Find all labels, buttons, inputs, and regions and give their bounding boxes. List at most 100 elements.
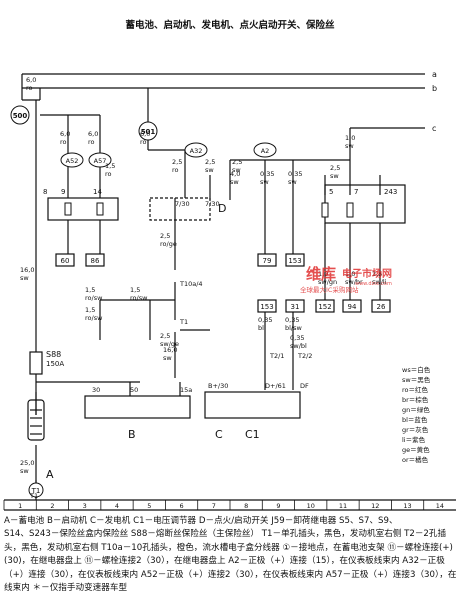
wire-label: bl/sw <box>285 324 303 332</box>
ruler-label: 1 <box>18 502 22 510</box>
wire-label: 0,35 <box>290 334 304 342</box>
ref-500: 500 <box>13 112 28 120</box>
connector-label: T1 <box>29 492 38 500</box>
wire-label: 2,5 <box>205 158 215 166</box>
diagram-title: 蓄电池、启动机、发电机、点火启动开关、保险丝 <box>125 19 335 31</box>
wire-label: sw <box>205 166 214 174</box>
description-line: 头，黑色，发动机室右侧 T10a－10孔插头，橙色，流水槽电子盒分线器 ①－接地… <box>4 542 453 553</box>
terminal-box <box>85 253 105 267</box>
wire-label: 2,5 <box>330 164 340 172</box>
wire-label: sw/bl <box>290 342 307 350</box>
alternator-label: C <box>215 428 223 441</box>
pin-label: D+/61 <box>265 382 286 390</box>
connector-label: T1 <box>179 318 188 326</box>
terminal-box-label: 60 <box>61 257 70 265</box>
fuse-element <box>376 202 384 218</box>
connector-bubble <box>60 152 84 168</box>
ref-500-bubble <box>10 105 30 125</box>
wire-label: sw <box>20 467 29 475</box>
wire-label: 0,35 <box>258 316 272 324</box>
terminal-box <box>285 253 305 267</box>
wire-label: ro/sw <box>85 314 103 322</box>
regulator-label: C1 <box>245 428 260 441</box>
ruler-label: 12 <box>371 502 379 510</box>
legend-item: or＝橘色 <box>402 455 429 464</box>
connector-bubble <box>253 142 277 158</box>
wire-label: ro/ge <box>160 240 177 248</box>
pin-label: B+/30 <box>208 382 228 390</box>
legend-item: gr＝灰色 <box>402 425 429 434</box>
wire-label: sw <box>260 178 269 186</box>
wire-label: 2,5 <box>172 158 182 166</box>
wire-label: 0,35 <box>285 316 299 324</box>
terminal-box <box>315 299 335 313</box>
watermark-text: 电子市场网 <box>342 267 392 280</box>
connector-label: T2/1 <box>269 352 284 360</box>
connector-ref-label: A52 <box>66 157 79 165</box>
ruler-label: 13 <box>403 502 411 510</box>
wire-label: 6,0 <box>88 130 98 138</box>
ruler-label: 2 <box>50 502 54 510</box>
wire-label: sw <box>345 142 354 150</box>
wire-label: 2,5 <box>232 158 242 166</box>
fuse-element <box>346 202 354 218</box>
terminal-box <box>285 299 305 313</box>
fuse-number: 9 <box>61 188 65 196</box>
main-fuse <box>29 351 43 375</box>
description-line: 线束内 ＊－仅指手动变速器车型 <box>4 583 128 594</box>
ruler-label: 4 <box>115 502 119 510</box>
description-line: A－蓄电池 B－启动机 C－发电机 C1－电压调节器 D－点火/启动开关 J59… <box>4 516 398 526</box>
ruler-label: 11 <box>339 502 347 510</box>
wire-label: 1,5 <box>85 306 95 314</box>
connector-ref-label: A57 <box>94 157 107 165</box>
wire-label: 4,0 <box>230 170 240 178</box>
connector-bubble <box>88 152 112 168</box>
terminal-box <box>55 253 75 267</box>
wire-label: 1,5 <box>85 286 95 294</box>
wire-label: sw/li <box>372 278 387 286</box>
connector-label: 7/30 <box>205 200 220 208</box>
wire-label: sw/br <box>345 278 363 286</box>
terminal-box-label: 31 <box>291 303 300 311</box>
wire-label: 0,35 <box>260 170 274 178</box>
ruler-label: 8 <box>244 502 248 510</box>
pin-label: 30 <box>92 386 100 394</box>
wire-label: ro <box>172 166 179 174</box>
fuse-number: 8 <box>43 188 47 196</box>
watermark-sub: 全球最大IC采购网站 <box>300 285 359 294</box>
battery-symbol <box>27 399 45 441</box>
legend-item: ro＝红色 <box>402 385 429 394</box>
terminal-box <box>257 299 277 313</box>
wire-label: 6,0 <box>60 130 70 138</box>
connector-label: T2/2 <box>297 352 312 360</box>
ruler-label: 9 <box>276 502 280 510</box>
wire-label: sw <box>20 274 29 282</box>
terminal-box <box>342 299 362 313</box>
fuse-number: 5 <box>329 188 333 196</box>
ground-point <box>28 482 44 498</box>
wire-label: ro/sw <box>85 294 103 302</box>
wire-label: 2,5 <box>160 332 170 340</box>
wire-label: ro/sw <box>130 294 148 302</box>
fuse-number: 7 <box>354 188 358 196</box>
wire-label: sw <box>232 166 241 174</box>
wire-label: sw <box>163 354 172 362</box>
legend-item: bl＝蓝色 <box>402 415 428 424</box>
wire-label: ro <box>88 138 95 146</box>
ruler-label: 6 <box>180 502 184 510</box>
ruler-label: 5 <box>147 502 151 510</box>
connector-label: T10a/4 <box>179 280 203 288</box>
wire-label: sw <box>288 178 297 186</box>
wire-label: 25,0 <box>20 459 34 467</box>
wire-label: 16,0 <box>163 346 177 354</box>
description-line: (30)，在继电器盘上 ⑪－螺栓连接2（30），在继电器盘上 A2－正极（+）连… <box>4 556 445 567</box>
wire-label: sw/gn <box>318 278 337 286</box>
connector-label: 7/30 <box>175 200 190 208</box>
terminal-box <box>371 299 391 313</box>
wire-label: sw/ge <box>160 340 179 348</box>
terminal-box-label: 26 <box>377 303 386 311</box>
description-line: （+）连接（30），在仪表板线束内 A52－正极（+）连接2（30），在仪表板线… <box>4 569 456 580</box>
terminal-box-label: 152 <box>318 303 331 311</box>
terminal-box <box>257 253 277 267</box>
fuse-number: 14 <box>93 188 102 196</box>
